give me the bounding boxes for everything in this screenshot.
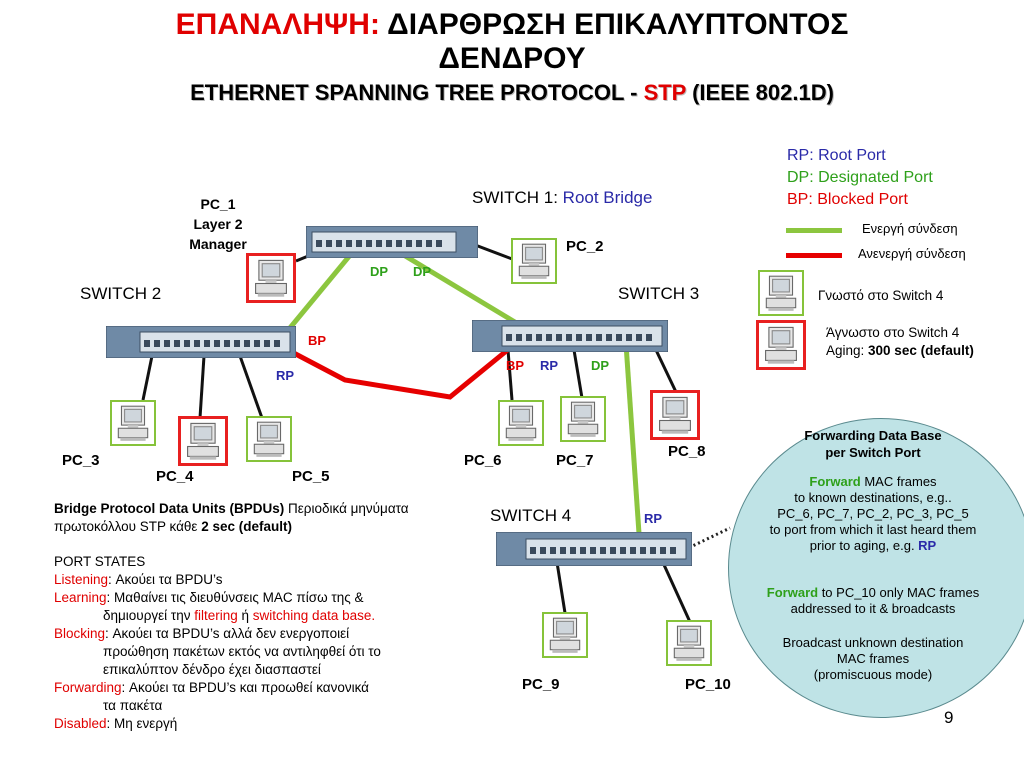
title-main: ΔΙΑΡΘΡΩΣΗ ΕΠΙΚΑΛΥΠΤΟΝΤΟΣ bbox=[379, 8, 849, 41]
page-number: 9 bbox=[944, 708, 954, 727]
pc-9-label: PC_9 bbox=[522, 676, 560, 693]
title-line-1: ΕΠΑΝΑΛΗΨΗ: ΔΙΑΡΘΡΩΣΗ ΕΠΙΚΑΛΥΠΤΟΝΤΟΣ bbox=[0, 8, 1024, 42]
switch-3 bbox=[472, 320, 668, 352]
switch-3-label: SWITCH 3 bbox=[618, 284, 700, 303]
switch-3-body bbox=[472, 320, 668, 352]
state-forwarding: Forwarding: Ακούει τα BPDU’s και προωθεί… bbox=[54, 680, 369, 695]
cable-s2-pc4 bbox=[198, 355, 206, 419]
inactive-link-s2-s3 bbox=[286, 346, 512, 400]
switch-2-label: SWITCH 2 bbox=[80, 284, 162, 303]
rp-legend: RP: Root Port bbox=[787, 147, 886, 164]
unknown-pc-legend-icon bbox=[756, 320, 806, 370]
pc-8-icon bbox=[650, 390, 700, 440]
cable-s3-pc6 bbox=[506, 349, 514, 401]
pc-3-icon bbox=[110, 400, 156, 446]
switch-2 bbox=[106, 326, 296, 358]
pc-2-icon bbox=[511, 238, 557, 284]
pc-2-label: PC_2 bbox=[566, 238, 604, 255]
pc-10-icon bbox=[666, 620, 712, 666]
active-link-swatch bbox=[786, 228, 842, 233]
pc-5-label: PC_5 bbox=[292, 468, 330, 485]
bpdu-description: Bridge Protocol Data Units (BPDUs) Περιο… bbox=[54, 501, 409, 534]
active-link-s3-s4 bbox=[623, 343, 643, 549]
pc-1-icon bbox=[246, 253, 296, 303]
s3-dp-label: DP bbox=[591, 358, 610, 373]
fdb-rule-3: Broadcast unknown destination MAC frames… bbox=[782, 635, 964, 682]
subtitle: ETHERNET SPANNING TREE PROTOCOL - STP (I… bbox=[190, 80, 834, 105]
bp-legend: BP: Blocked Port bbox=[787, 191, 908, 208]
known-pc-legend: Γνωστό στο Switch 4 bbox=[818, 288, 944, 303]
pc-9-icon bbox=[542, 612, 588, 658]
switch-1-body bbox=[306, 226, 478, 258]
port-legend: RP: Root Port DP: Designated Port BP: Bl… bbox=[787, 145, 933, 211]
switch-4 bbox=[496, 532, 692, 566]
pc-3-label: PC_3 bbox=[62, 452, 100, 469]
s2-bp-label: BP bbox=[308, 333, 327, 348]
switch-1 bbox=[306, 226, 478, 258]
pc-4-icon bbox=[178, 416, 228, 466]
pc-1-label: PC_1 Layer 2 Manager bbox=[189, 196, 247, 252]
fdb-callout-circle bbox=[728, 418, 1024, 718]
pc-8-label: PC_8 bbox=[668, 443, 706, 460]
state-learning-cont: δημιουργεί την filtering ή switching dat… bbox=[103, 608, 376, 623]
fdb-title: Forwarding Data Base per Switch Port bbox=[804, 428, 942, 460]
s1-dp-left-label: DP bbox=[370, 264, 389, 279]
s3-rp-label: RP bbox=[540, 358, 559, 373]
cable-s3-pc7 bbox=[572, 349, 584, 399]
state-disabled: Disabled: Μη ενεργή bbox=[54, 716, 178, 731]
pc-6-icon bbox=[498, 400, 544, 446]
s4-rp-label: RP bbox=[644, 511, 663, 526]
cable-s2-pc5 bbox=[238, 355, 264, 419]
state-learning: Learning: Μαθαίνει τις διευθύνσεις MAC π… bbox=[54, 590, 364, 605]
dp-legend: DP: Designated Port bbox=[787, 169, 933, 186]
cable-s4-pc10 bbox=[658, 555, 692, 623]
cable-s2-pc3 bbox=[141, 355, 154, 401]
active-link-legend: Ενεργή σύνδεση bbox=[862, 221, 958, 236]
state-blocking: Blocking: Ακούει τα BPDU’s αλλά δεν ενερ… bbox=[54, 626, 350, 641]
known-pc-legend-icon bbox=[758, 270, 804, 316]
pc-6-label: PC_6 bbox=[464, 452, 502, 469]
cable-s3-pc8 bbox=[654, 349, 678, 393]
switch-4-body bbox=[496, 532, 692, 566]
inactive-link-swatch bbox=[786, 253, 842, 258]
port-states: PORT STATES Listening: Ακούει τα BPDU’s … bbox=[54, 553, 474, 733]
switch-1-label: SWITCH 1: Root Bridge bbox=[472, 188, 653, 207]
switch-4-label: SWITCH 4 bbox=[490, 506, 572, 525]
unknown-pc-legend: Άγνωστο στο Switch 4 Aging: 300 sec (def… bbox=[826, 325, 974, 358]
s1-dp-right-label: DP bbox=[413, 264, 432, 279]
pc-10-label: PC_10 bbox=[685, 676, 731, 693]
pc-7-label: PC_7 bbox=[556, 452, 594, 469]
pc-7-icon bbox=[560, 396, 606, 442]
port-states-heading: PORT STATES bbox=[54, 554, 146, 569]
switch-2-body bbox=[106, 326, 296, 358]
s2-rp-label: RP bbox=[276, 368, 295, 383]
title-line-2: ΔΕΝΔΡΟΥ bbox=[438, 42, 586, 75]
pc-5-icon bbox=[246, 416, 292, 462]
pc-4-label: PC_4 bbox=[156, 468, 194, 485]
fdb-rule-1: Forward MAC frames to known destinations… bbox=[769, 474, 977, 553]
pointer-dotted-line bbox=[679, 526, 731, 554]
inactive-link-legend: Ανενεργή σύνδεση bbox=[858, 246, 966, 261]
title-highlight: ΕΠΑΝΑΛΗΨΗ: bbox=[175, 8, 380, 41]
s3-bp-label: BP bbox=[506, 358, 525, 373]
state-listening: Listening: Ακούει τα BPDU’s bbox=[54, 572, 223, 587]
fdb-rule-2: Forward to PC_10 only MAC frames address… bbox=[766, 585, 980, 616]
title-block: ΕΠΑΝΑΛΗΨΗ: ΔΙΑΡΘΡΩΣΗ ΕΠΙΚΑΛΥΠΤΟΝΤΟΣ ΔΕΝΔ… bbox=[0, 8, 1024, 106]
